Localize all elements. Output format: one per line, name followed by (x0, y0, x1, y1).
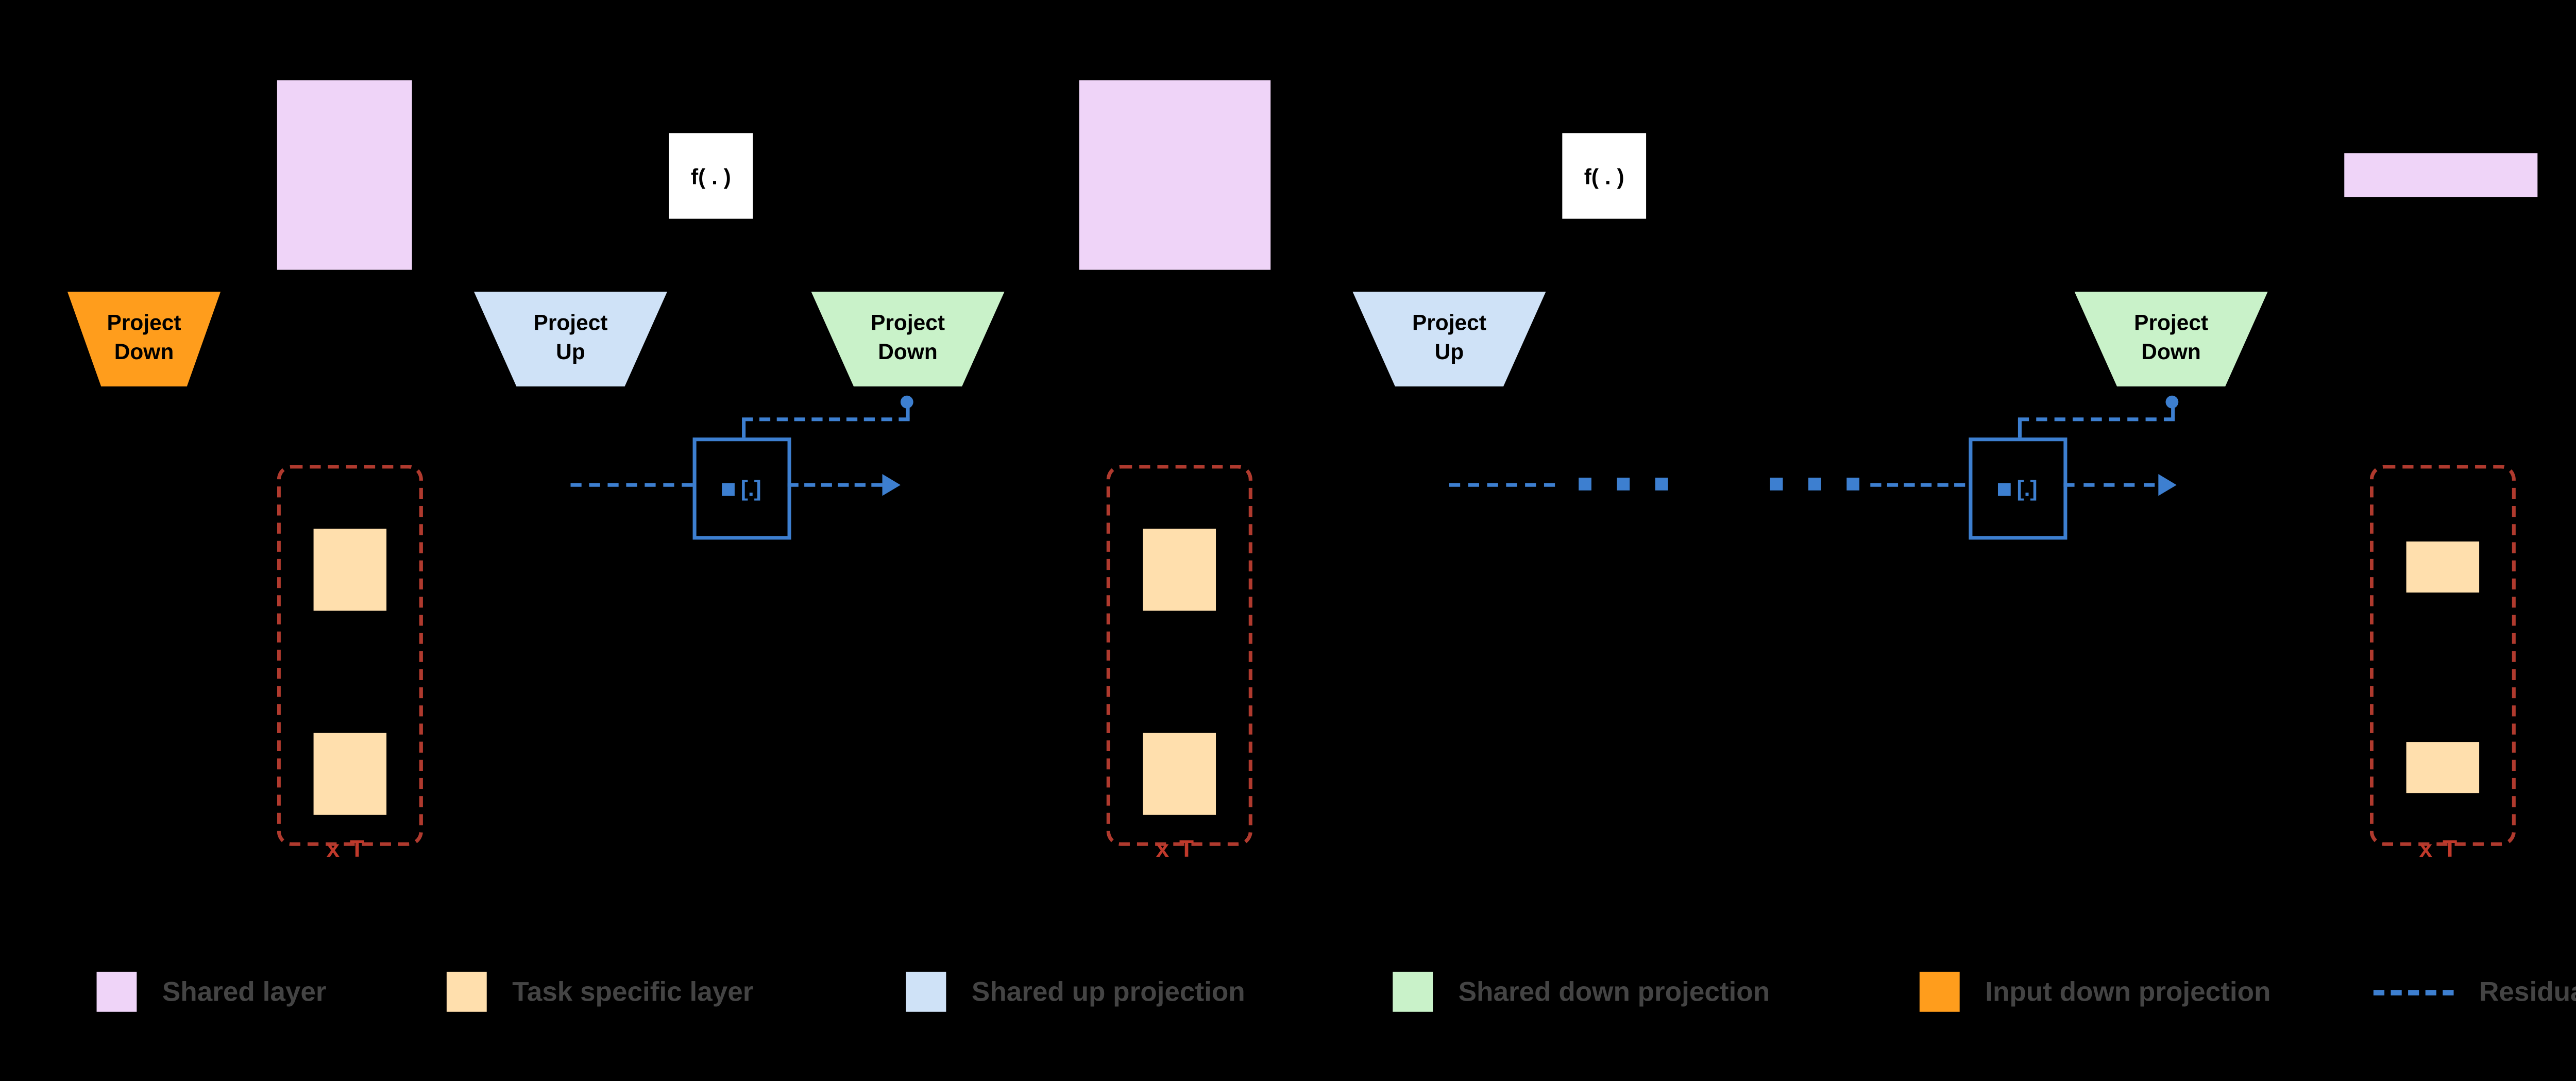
legend-item-input-down-projection: Input down projection (1919, 971, 2271, 1012)
shared-up-projection-label-1: Project Up (533, 310, 608, 365)
connector-dot-icon (900, 395, 913, 409)
legend-item-shared-up-projection: Shared up projection (906, 971, 1245, 1012)
residual-line (2063, 483, 2155, 487)
legend-label: Shared down projection (1458, 976, 1770, 1007)
legend-item-residual-connection: Residual connection (2373, 972, 2576, 1012)
sum-square-icon (1998, 482, 2011, 495)
shared-up-projection-swatch (906, 971, 946, 1012)
shared-down-projection-label-2: Project Down (2134, 310, 2209, 365)
residual-sum-label-1: [.] (740, 476, 761, 502)
task-layer-cell (2406, 742, 2480, 793)
residual-line (570, 483, 693, 487)
nonlinearity-box-1: f( . ) (669, 133, 753, 219)
continuation-dots-icon (1808, 478, 1821, 491)
task-layer-box-right (2369, 465, 2516, 846)
legend-label: Residual connection (2479, 976, 2576, 1007)
legend-item-task-specific-layer: Task specific layer (446, 971, 754, 1012)
task-layer-cell (1143, 733, 1216, 815)
residual-elbow-line (742, 417, 910, 421)
residual-elbow-line (2018, 419, 2022, 438)
legend-label: Shared up projection (971, 976, 1245, 1007)
shared-layer-block-right (2344, 153, 2538, 197)
continuation-dots-icon (1846, 478, 1860, 491)
legend-label: Task specific layer (512, 976, 754, 1007)
residual-elbow-line (742, 419, 746, 438)
connector-dot-icon (2165, 395, 2179, 409)
shared-down-projection-trapezoid-1: Project Down (811, 292, 1005, 387)
nonlinearity-label-2: f( . ) (1584, 163, 1624, 189)
task-layer-cell (2406, 541, 2480, 593)
repeat-count-label: x T (1156, 835, 1196, 863)
task-specific-layer-swatch (446, 971, 487, 1012)
residual-elbow-line (2171, 407, 2175, 419)
continuation-dots-icon (1617, 478, 1630, 491)
legend-label: Shared layer (162, 976, 327, 1007)
arrow-right-icon (2158, 474, 2177, 496)
continuation-dots-icon (1655, 478, 1668, 491)
continuation-dots-icon (1579, 478, 1591, 491)
shared-down-projection-swatch (1393, 971, 1433, 1012)
shared-down-projection-trapezoid-2: Project Down (2074, 292, 2268, 387)
legend-label: Input down projection (1985, 976, 2271, 1007)
continuation-dots-icon (1770, 478, 1783, 491)
shared-down-projection-label-1: Project Down (871, 310, 945, 365)
residual-line (1870, 483, 1965, 487)
residual-sum-box-1: [.] (692, 437, 791, 540)
legend-item-shared-layer: Shared layer (96, 971, 327, 1012)
residual-sum-label-2: [.] (2016, 476, 2038, 502)
legend-item-shared-down-projection: Shared down projection (1393, 971, 1770, 1012)
shared-up-projection-trapezoid-2: Project Up (1352, 292, 1546, 387)
residual-connection-swatch (2373, 989, 2454, 995)
repeat-count-label: x T (326, 835, 366, 863)
input-down-projection-swatch (1919, 971, 1960, 1012)
task-layer-cell (1143, 529, 1216, 611)
arrow-right-icon (882, 474, 901, 496)
task-layer-cell (313, 529, 387, 611)
shared-up-projection-trapezoid-1: Project Up (473, 292, 668, 387)
repeat-count-label: x T (2419, 835, 2459, 863)
residual-line (1449, 483, 1555, 487)
residual-elbow-line (906, 407, 910, 419)
input-down-projection-label: Project Down (107, 310, 181, 365)
task-layer-cell (313, 733, 387, 815)
residual-elbow-line (2018, 417, 2175, 421)
shared-layer-swatch (96, 971, 137, 1012)
sum-square-icon (722, 482, 736, 495)
nonlinearity-label-1: f( . ) (691, 163, 731, 189)
residual-line (787, 483, 883, 487)
shared-layer-block-middle (1079, 80, 1271, 270)
shared-layer-block-left (277, 80, 412, 270)
residual-sum-box-2: [.] (1969, 437, 2067, 540)
nonlinearity-box-2: f( . ) (1562, 133, 1647, 219)
task-layer-box-left (277, 465, 423, 846)
task-layer-box-middle (1106, 465, 1252, 846)
input-down-projection-trapezoid: Project Down (67, 292, 221, 387)
shared-up-projection-label-2: Project Up (1412, 310, 1486, 365)
